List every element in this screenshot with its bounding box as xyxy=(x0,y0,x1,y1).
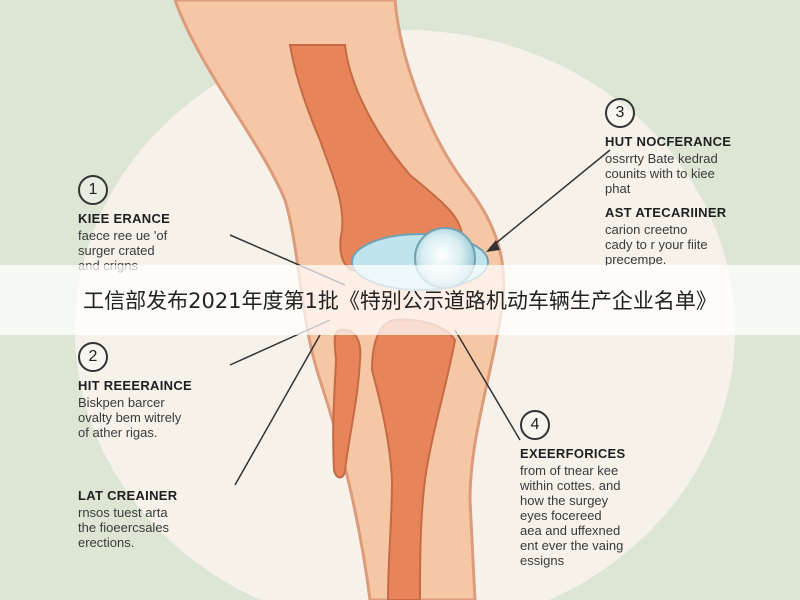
label-text: carion creetno xyxy=(605,222,688,237)
label-lat: LAT CREAINER rnsos tuest arta the fioeer… xyxy=(78,488,177,550)
label-text: how the surgey xyxy=(520,493,609,508)
label-ast: AST ATECARIINER carion creetno cady to r… xyxy=(605,205,727,267)
label-1: 1 KIEE ERANCE faece ree ue 'of surger cr… xyxy=(78,175,170,273)
label-title: EXEERFORICES xyxy=(520,446,626,461)
label-number: 3 xyxy=(605,98,635,128)
label-text: erections. xyxy=(78,535,135,550)
leader-line-lat xyxy=(234,334,321,486)
label-text: of ather rigas. xyxy=(78,425,158,440)
leader-line-3 xyxy=(489,149,611,249)
label-number: 2 xyxy=(78,342,108,372)
label-text: from of tnear kee xyxy=(520,463,619,478)
label-title: HUT NOCFERANCE xyxy=(605,134,732,149)
tibia-bone xyxy=(370,318,457,600)
leader-line-4 xyxy=(454,329,521,441)
fibula-bone xyxy=(332,328,362,479)
label-number: 4 xyxy=(520,410,550,440)
label-text: cady to r your fiite xyxy=(605,237,708,252)
label-text: faece ree ue 'of xyxy=(78,228,168,243)
label-text: rnsos tuest arta xyxy=(78,505,168,520)
label-text: ent ever the vaing xyxy=(520,538,624,553)
label-text: ossrrty Bate kedrad xyxy=(605,151,718,166)
label-text: aea and uffexned xyxy=(520,523,621,538)
label-title: AST ATECARIINER xyxy=(605,205,727,220)
label-text: eyes focereed xyxy=(520,508,602,523)
label-title: LAT CREAINER xyxy=(78,488,178,503)
label-text: ovalty bem witrely xyxy=(78,410,182,425)
label-2: 2 HIT REEERAINCE Biskpen barcer ovalty b… xyxy=(78,342,192,440)
label-3: 3 HUT NOCFERANCE ossrrty Bate kedrad cou… xyxy=(605,98,731,196)
label-text: surger crated xyxy=(78,243,155,258)
label-text: counits with to kiee xyxy=(605,166,715,181)
label-number: 1 xyxy=(78,175,108,205)
label-text: within cottes. and xyxy=(520,478,621,493)
headline-text: 工信部发布2021年度第1批《特别公示道路机动车辆生产企业名单》 xyxy=(83,289,717,313)
label-text: essigns xyxy=(520,553,565,568)
label-text: the fioeercsales xyxy=(78,520,170,535)
label-text: Biskpen barcer xyxy=(78,395,165,410)
label-title: HIT REEERAINCE xyxy=(78,378,192,393)
label-4: 4 EXEERFORICES from of tnear kee within … xyxy=(520,410,625,568)
label-text: precempe. xyxy=(605,252,667,267)
leader-arrow-3 xyxy=(486,240,500,252)
label-title: KIEE ERANCE xyxy=(78,211,171,226)
label-text: phat xyxy=(605,181,631,196)
headline-banner: 工信部发布2021年度第1批《特别公示道路机动车辆生产企业名单》 xyxy=(0,265,800,335)
